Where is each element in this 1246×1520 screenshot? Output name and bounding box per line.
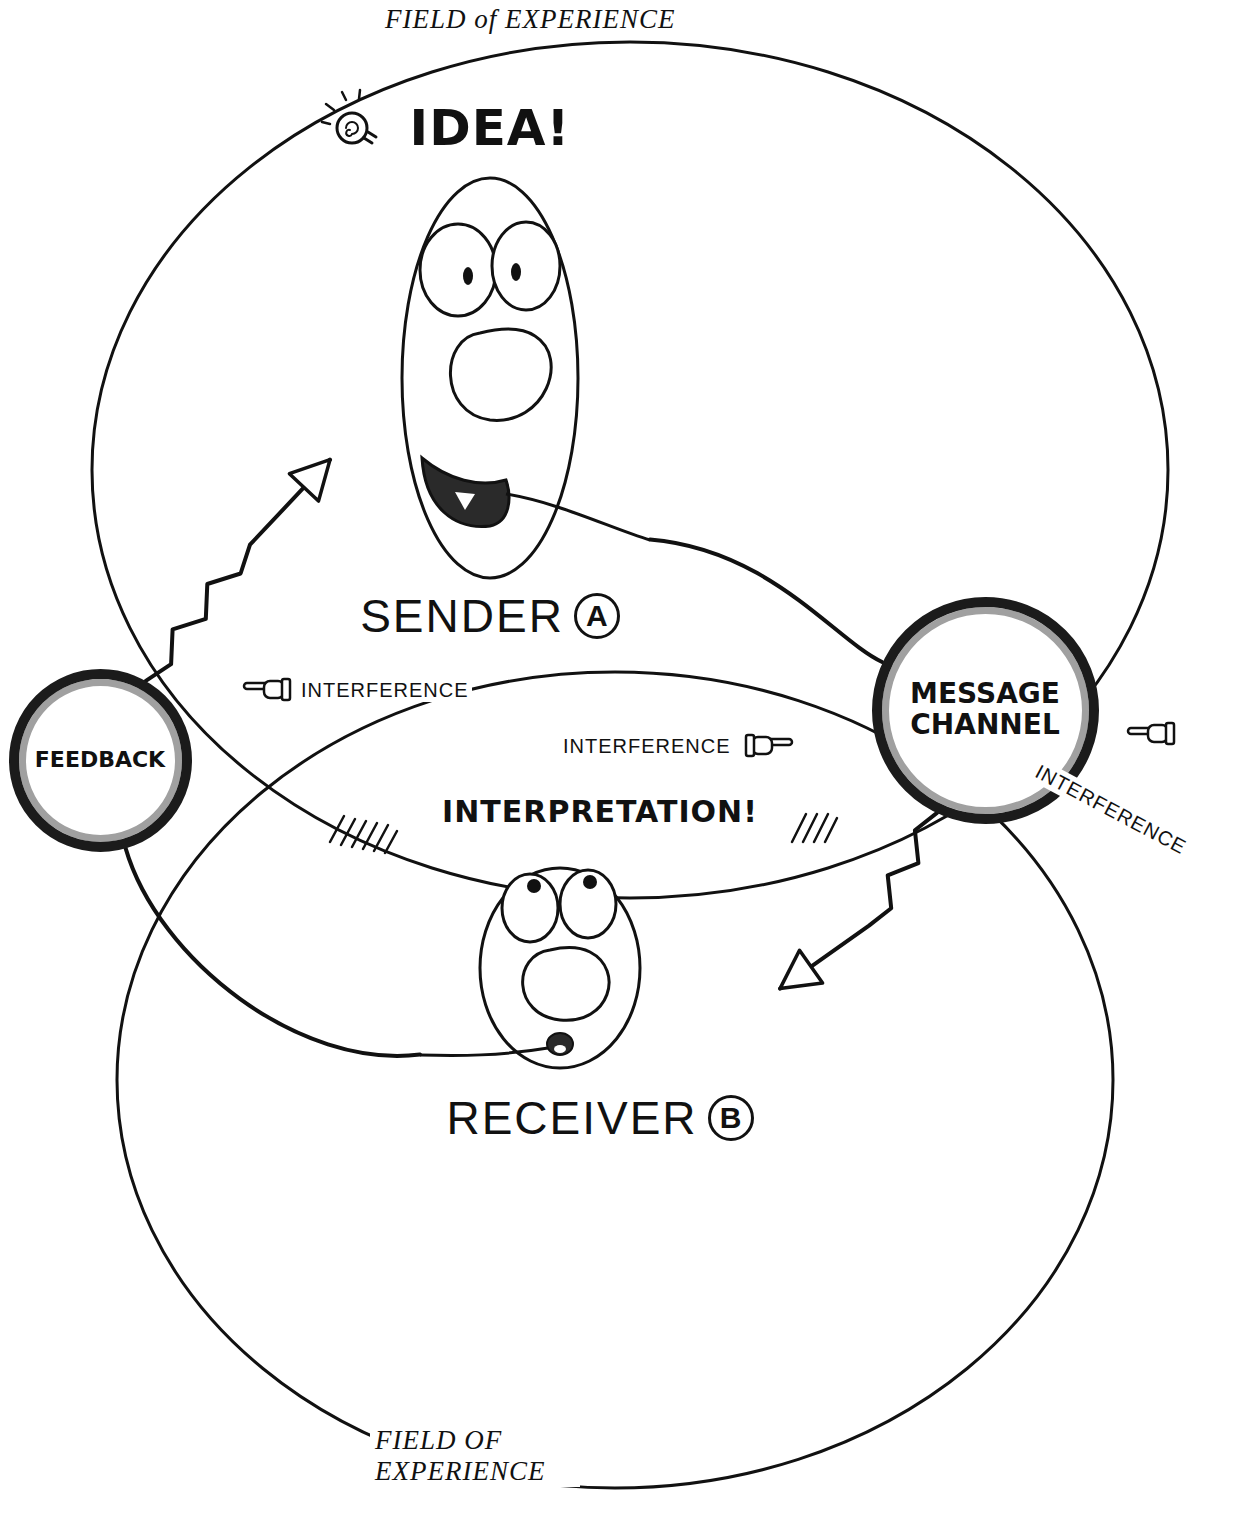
label-slot: INTERFERENCE [560, 734, 734, 758]
feedback-circle: FEEDBACK [9, 669, 192, 852]
circled-letter: A [574, 593, 620, 639]
circled-letter: B [708, 1095, 754, 1141]
pointing-hand [746, 735, 792, 756]
arrow-head [780, 950, 823, 988]
badge-letter: A [586, 601, 608, 631]
callout-label: INTERFERENCE [1029, 758, 1194, 861]
callout-label: INTERFERENCE [298, 678, 472, 702]
pointing-hand [1128, 723, 1174, 744]
field-label: FIELD of EXPERIENCE [380, 4, 680, 35]
role-name: RECEIVER [446, 1090, 697, 1148]
field-label: FIELD OF EXPERIENCE [370, 1425, 580, 1487]
receiver-figure: INTERPRETATION! RECEIVER B [420, 795, 780, 1147]
connector-arrow [650, 540, 882, 663]
circle-text: FEEDBACK [35, 748, 165, 772]
connector-arrow [780, 813, 937, 989]
circle-text: MESSAGE CHANNEL [903, 679, 1068, 741]
label-slot: INTERFERENCE [298, 678, 472, 702]
badge-letter: B [720, 1103, 742, 1133]
arrow-head [289, 460, 330, 501]
sender-figure: IDEA! SENDER A [330, 100, 650, 645]
role-name: SENDER [360, 588, 564, 646]
label-slot: INTERFERENCE [1029, 758, 1194, 861]
connector-line [780, 813, 937, 989]
face-heading: INTERPRETATION! [420, 795, 780, 830]
pointing-hand [244, 679, 290, 700]
connector-arrow [146, 460, 330, 681]
face-drawing [330, 158, 650, 588]
idea-bulb [322, 90, 376, 143]
connector-line [146, 460, 330, 681]
face-drawing [420, 830, 780, 1090]
callout-label: INTERFERENCE [560, 734, 734, 758]
connector-arrow [126, 848, 421, 1056]
connector-line [126, 848, 421, 1056]
connector-line [650, 540, 882, 663]
face-heading: IDEA! [330, 100, 650, 158]
